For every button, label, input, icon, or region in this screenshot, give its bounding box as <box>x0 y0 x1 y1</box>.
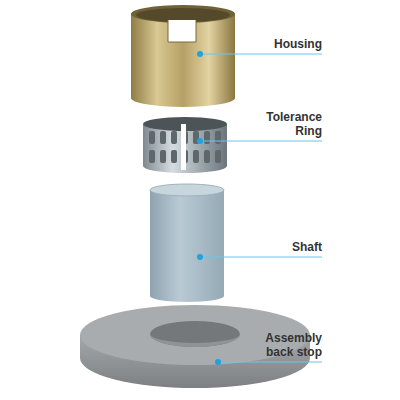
part-label: Assembly back stop <box>250 331 322 359</box>
shaft-figure <box>150 184 224 302</box>
leader-dot <box>215 359 221 365</box>
housing-figure <box>131 5 235 107</box>
leader-dot <box>197 51 203 57</box>
tolerance-ring-figure <box>143 117 227 173</box>
leader-dot <box>197 254 203 260</box>
leader-lines <box>200 54 322 362</box>
leader-dot <box>197 138 203 144</box>
leader-line <box>200 257 322 258</box>
part-label: Housing <box>274 37 322 51</box>
leader-line <box>200 141 322 142</box>
leader-line <box>218 362 322 363</box>
part-label: Shaft <box>292 240 322 254</box>
part-label: Tolerance Ring <box>250 110 322 138</box>
leader-line <box>200 54 322 55</box>
